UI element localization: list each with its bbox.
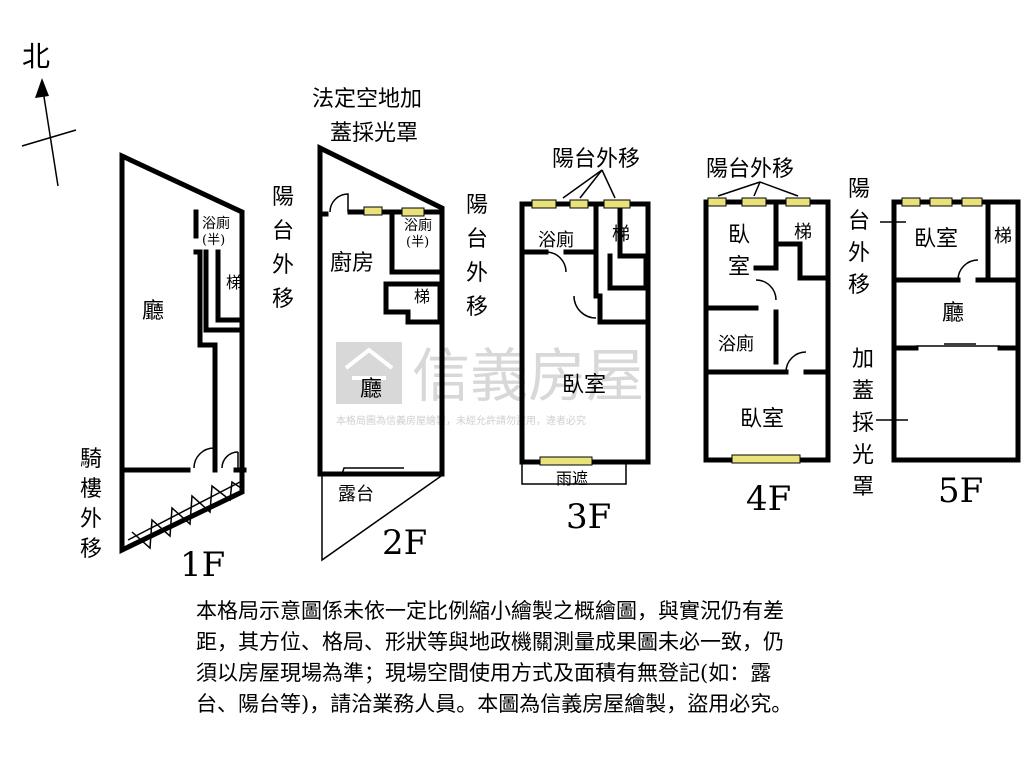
f2-left-note: 陽 台 外 移	[272, 185, 301, 312]
f2-hall-label: 廳	[360, 377, 382, 402]
floor-1f	[119, 152, 247, 554]
f4-stairs-label: 梯	[794, 222, 812, 243]
f1-side-note: 騎 樓 外 移	[80, 447, 109, 562]
f3-bedroom-label: 臥室	[562, 373, 606, 398]
watermark-notice: 本格局圖為信義房屋繪製，未經允許請勿盜用，違者必究	[336, 414, 586, 427]
f4-bedroom-bottom-label: 臥室	[740, 407, 784, 432]
disclaimer-line: 本格局示意圖係未依一定比例縮小繪製之概繪圖，與實況仍有差	[196, 599, 784, 623]
f4-floor-label: 4F	[746, 479, 791, 519]
f2-stairs-label: 梯	[414, 287, 430, 306]
f2-top-note: 法定空地加 蓋採光罩	[312, 87, 429, 146]
f3-top-note: 陽台外移	[552, 147, 640, 172]
floor-4f	[703, 197, 831, 464]
f2-right-note: 陽 台 外 移	[466, 193, 495, 320]
f3-stairs-label: 梯	[612, 224, 630, 245]
f1-bath-note: (半)	[202, 233, 225, 248]
f2-bath-note: (半)	[406, 235, 429, 250]
f3-canopy-label: 雨遮	[556, 469, 588, 488]
f5-right-note: 加 蓋 採 光 罩	[852, 347, 881, 500]
f1-stairs-label: 梯	[226, 273, 242, 292]
disclaimer-line: 台、陽台等)，請洽業務人員。本圖為信義房屋繪製，盜用必究。	[196, 692, 793, 716]
f4-top-note: 陽台外移	[706, 157, 794, 182]
f2-terrace-label: 露台	[338, 484, 374, 505]
north-arrow-icon	[21, 78, 77, 187]
disclaimer-text: 本格局示意圖係未依一定比例縮小繪製之概繪圖，與實況仍有差 距，其方位、格局、形狀…	[196, 596, 966, 720]
watermark-brand: 信義房屋	[412, 344, 644, 409]
f4-bedroom-top-label: 臥 室	[728, 223, 757, 280]
disclaimer-line: 須以房屋現場為準；現場空間使用方式及面積有無登記(如：露	[196, 661, 772, 685]
f2-floor-label: 2F	[382, 523, 427, 563]
floor-3f	[519, 199, 651, 485]
disclaimer-line: 距，其方位、格局、形狀等與地政機關測量成果圖未必一致，仍	[196, 630, 784, 654]
f5-floor-label: 5F	[938, 471, 983, 511]
f2-bath-label: 浴廁	[404, 217, 432, 234]
f1-bath-label: 浴廁	[202, 215, 230, 232]
f1-floor-label: 1F	[180, 545, 225, 585]
f5-stairs-label: 梯	[994, 226, 1012, 247]
f2-kitchen-label: 廚房	[330, 251, 374, 276]
north-label: 北	[22, 40, 50, 73]
floor-5f	[891, 197, 1021, 463]
f5-left-note: 陽 台 外 移	[848, 177, 877, 298]
f3-floor-label: 3F	[566, 497, 611, 537]
floor-2f	[317, 143, 445, 562]
f5-hall-label: 廳	[942, 301, 964, 326]
f4-bath-label: 浴廁	[718, 333, 754, 355]
f1-hall-label: 廳	[142, 299, 164, 324]
f5-bedroom-label: 臥室	[914, 227, 958, 252]
f3-bath-label: 浴廁	[538, 229, 574, 251]
